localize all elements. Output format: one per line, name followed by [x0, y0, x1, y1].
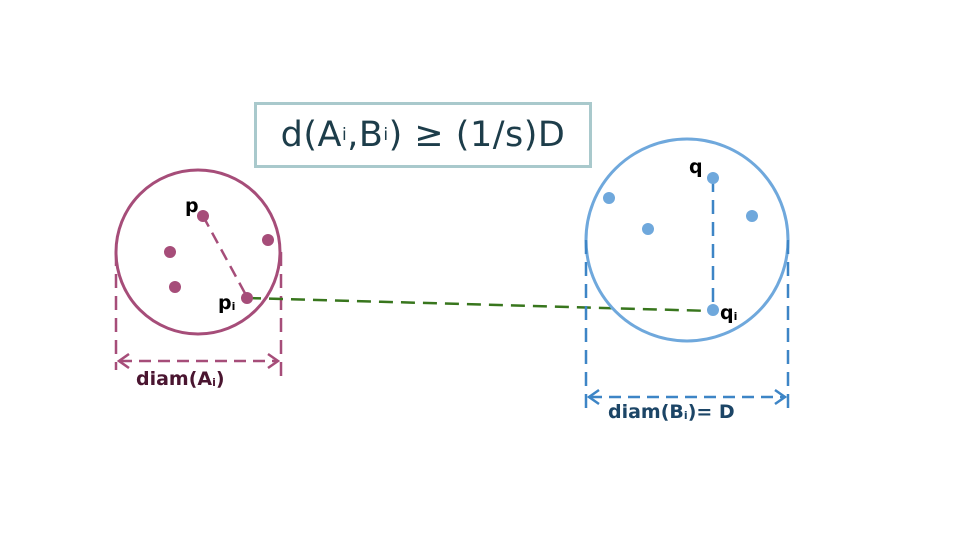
label-diam-a: diam(Ai) [136, 368, 225, 390]
label-qi: qi [720, 302, 737, 324]
point-q [707, 172, 719, 184]
label-diam-a-base: diam(A [136, 368, 212, 390]
label-q: q [689, 156, 703, 178]
point-qi [707, 304, 719, 316]
label-qi-sub: i [734, 310, 738, 323]
formula-mid: ,B [347, 115, 384, 155]
formula-prefix: d(A [280, 115, 342, 155]
label-p: p [185, 195, 199, 217]
label-diam-a-sub: i [212, 376, 216, 389]
diam-a-arrowhead-right [267, 352, 281, 370]
label-qi-base: q [720, 302, 734, 324]
label-diam-b-sub: i [684, 409, 688, 422]
point-a-4 [169, 281, 181, 293]
diam-b-arrowhead-left [586, 388, 600, 406]
label-pi-sub: i [232, 300, 236, 313]
point-a-2 [262, 234, 274, 246]
point-pi [241, 292, 253, 304]
label-diam-b-base: diam(B [608, 401, 684, 423]
diam-b-arrowhead-right [774, 388, 788, 406]
point-a-3 [164, 246, 176, 258]
diam-a-arrowhead-left [116, 352, 130, 370]
point-b-3 [642, 223, 654, 235]
point-b-2 [603, 192, 615, 204]
formula-sub1: i [341, 125, 348, 145]
point-p [197, 210, 209, 222]
pi-to-qi-line [246, 296, 713, 313]
point-b-4 [746, 210, 758, 222]
label-pi-base: p [218, 292, 232, 314]
label-diam-b-end: )= D [688, 401, 735, 423]
formula-sub2: i [383, 125, 389, 145]
p-to-pi-line [201, 215, 249, 298]
label-diam-b: diam(Bi)= D [608, 401, 735, 423]
label-diam-a-end: ) [216, 368, 225, 390]
label-pi: pi [218, 292, 235, 314]
formula-suffix: ) ≥ (1/s)D [388, 115, 566, 155]
